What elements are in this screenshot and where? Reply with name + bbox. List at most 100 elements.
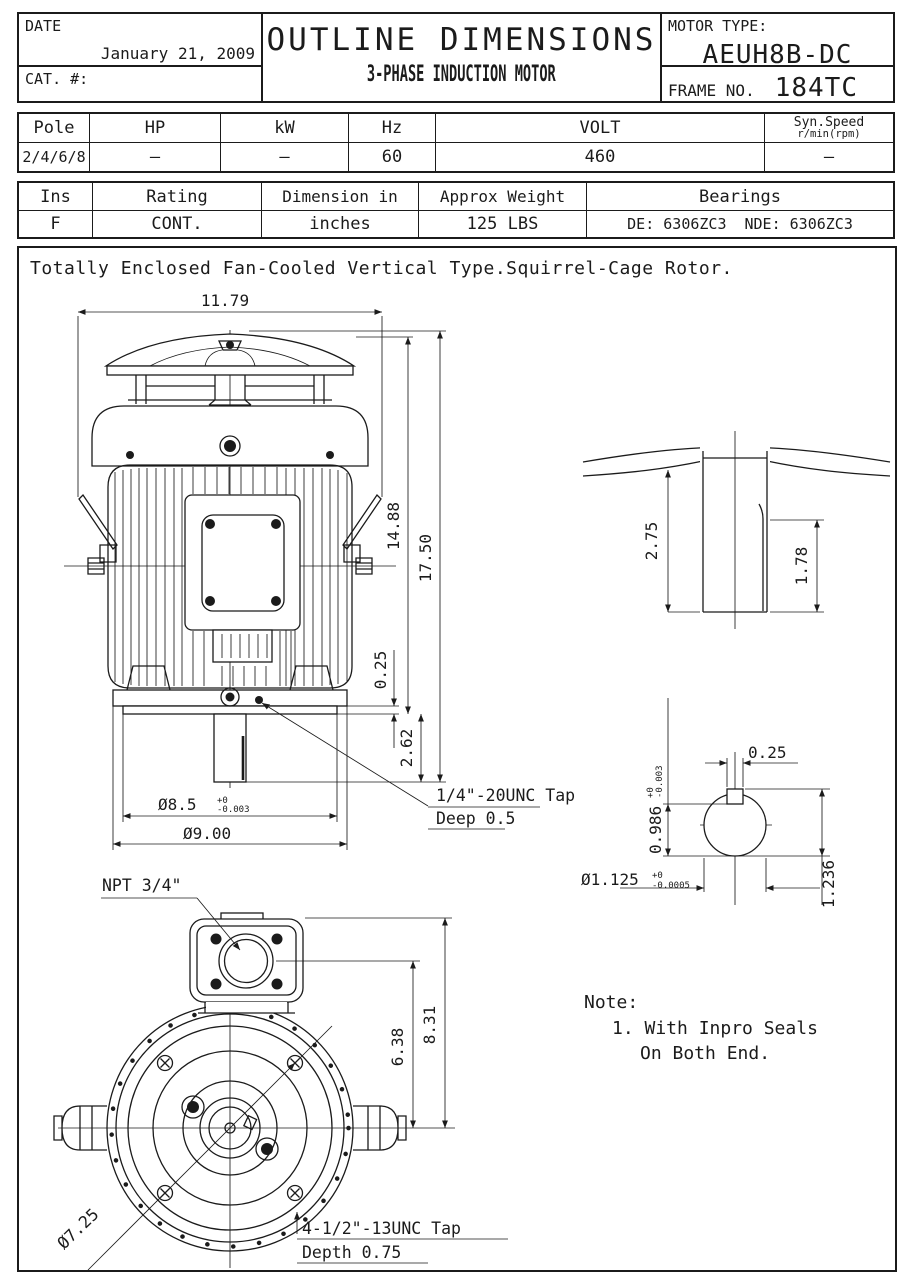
rim-bolt-holes xyxy=(109,1007,351,1249)
dim-box-to-center: 8.31 xyxy=(420,1006,439,1045)
cowl-bolt-right xyxy=(326,451,334,459)
dim-flange-od: Ø9.00 xyxy=(183,824,231,843)
note-block: Note: 1. With Inpro Seals On Both End. xyxy=(584,992,818,1064)
motor-type-cell: MOTOR TYPE: AEUH8B-DC xyxy=(662,14,893,70)
shaft-side xyxy=(702,451,768,613)
bore-keyway xyxy=(242,1114,258,1131)
conduit-box xyxy=(189,918,304,1003)
dim-shaft-dia-tol-minus: -0.0005 xyxy=(652,881,690,891)
terminal-box-cover xyxy=(201,514,285,612)
dim-keyseat-tol-minus: -0.003 xyxy=(655,765,665,798)
dim-height-body: 14.88 xyxy=(384,502,403,550)
flange-tap-holes xyxy=(156,1054,304,1202)
dim-keyseat: 0.986 xyxy=(646,806,665,854)
dim-shaft-outer: 1.78 xyxy=(792,547,811,586)
syn-speed-line2: r/min(rpm) xyxy=(797,128,861,141)
val-bearings: DE: 6306ZC3 NDE: 6306ZC3 xyxy=(586,210,893,237)
bearing-bolt-1 xyxy=(187,1101,199,1113)
note-line2: On Both End. xyxy=(640,1043,770,1064)
frame-no-label: FRAME NO. xyxy=(668,81,755,100)
val-rating: CONT. xyxy=(92,210,261,237)
col-ins: Ins xyxy=(40,186,71,207)
lifting-rod-left xyxy=(78,493,118,563)
col-approx-weight: Approx Weight xyxy=(418,183,586,210)
date-cell: DATE January 21, 2009 xyxy=(19,14,261,67)
label-flange-tap-line2: Deep 0.5 xyxy=(436,809,515,828)
dim-npt-to-center: 6.38 xyxy=(388,1028,407,1067)
val-pole: 2/4/6/8 xyxy=(19,142,89,171)
label-mount-tap-line2: Depth 0.75 xyxy=(302,1243,401,1262)
dim-flange-lip: 0.25 xyxy=(371,651,390,690)
title-block-right: MOTOR TYPE: AEUH8B-DC FRAME NO. 184TC xyxy=(662,14,893,103)
cooling-fins xyxy=(114,467,348,686)
col-rating: Rating xyxy=(92,183,261,210)
side-lug-left xyxy=(53,1105,107,1151)
frame-no-value: 184TC xyxy=(774,73,858,103)
terminal-gland xyxy=(212,629,273,663)
title-block-center: OUTLINE DIMENSIONS 3-PHASE INDUCTION MOT… xyxy=(261,14,662,103)
col-hz: Hz xyxy=(348,114,435,142)
spec-table: Pole HP kW Hz VOLT Syn.Speed r/min(rpm) … xyxy=(17,112,895,173)
dim-shaft-extension: 2.62 xyxy=(397,729,416,768)
dim-bolt-circle: Ø7.25 xyxy=(54,1205,103,1253)
label-npt: NPT 3/4" xyxy=(102,876,181,895)
val-dimension-in: inches xyxy=(261,210,418,237)
dim-height-total: 17.50 xyxy=(416,534,435,582)
motor-type-label: MOTOR TYPE: xyxy=(668,17,768,35)
flange-center-bolt xyxy=(225,692,235,702)
val-hz: 60 xyxy=(348,142,435,171)
bottom-view: Ø7.25 NPT 3/4" xyxy=(53,876,508,1271)
dim-spigot-tol-minus: -0.003 xyxy=(217,805,250,815)
cap-plate xyxy=(106,365,354,376)
side-bolts xyxy=(87,557,373,575)
front-view: 11.79 14.88 17.50 0.25 2.62 Ø8.5 +0 -0.0… xyxy=(64,291,575,850)
val-volt: 460 xyxy=(435,142,764,171)
dim-spigot: Ø8.5 xyxy=(158,795,197,814)
flange-tap-hole xyxy=(255,696,263,704)
val-kw: – xyxy=(220,142,348,171)
side-shaft-detail: 2.75 1.78 xyxy=(582,431,891,629)
frame-feet xyxy=(126,665,334,691)
label-mount-tap-line1: 4-1/2"-13UNC Tap xyxy=(302,1219,461,1238)
note-title: Note: xyxy=(584,992,638,1013)
dim-shaft-dia-tol-plus: +0 xyxy=(652,871,663,881)
date-value: January 21, 2009 xyxy=(100,44,255,63)
bearing-bolt-2 xyxy=(261,1143,273,1155)
col-dimension-in: Dimension in xyxy=(261,183,418,210)
construction-description: Totally Enclosed Fan-Cooled Vertical Typ… xyxy=(30,258,733,279)
cap-legs xyxy=(128,375,332,406)
motor-frame xyxy=(107,464,353,689)
val-approx-weight: 125 LBS xyxy=(418,210,586,237)
col-kw: kW xyxy=(220,114,348,142)
flange-lip xyxy=(122,705,338,715)
col-hp: HP xyxy=(89,114,220,142)
shaft-bore xyxy=(208,1106,252,1150)
conduit-neck xyxy=(198,1002,295,1014)
bearing-nde: NDE: 6306ZC3 xyxy=(744,215,853,233)
date-label: DATE xyxy=(25,17,62,35)
housing-curves xyxy=(582,460,891,477)
dim-keyseat-tol-plus: +0 xyxy=(646,787,656,798)
sheet-title: OUTLINE DIMENSIONS xyxy=(266,22,657,58)
dim-key-width: 0.25 xyxy=(748,743,787,762)
side-lug-right xyxy=(353,1105,407,1151)
bearing-de: DE: 6306ZC3 xyxy=(627,215,727,233)
shaft-key-side xyxy=(758,503,764,611)
lifting-rod-right xyxy=(342,493,382,563)
npt-hole-outer xyxy=(218,933,274,989)
val-hp: – xyxy=(89,142,220,171)
val-syn-speed: – xyxy=(764,142,893,171)
dim-spigot-tol-plus: +0 xyxy=(217,796,228,806)
shaft-key xyxy=(726,788,744,805)
val-ins: F xyxy=(19,210,92,237)
cowl-bolt-left xyxy=(126,451,134,459)
title-block-left: DATE January 21, 2009 CAT. #: xyxy=(19,14,261,103)
dim-key-top: 1.236 xyxy=(819,860,838,908)
dim-overall-width: 11.79 xyxy=(201,291,249,310)
dim-keyseat-group: 0.986 +0 -0.003 xyxy=(646,765,665,854)
npt-hole-inner xyxy=(223,938,269,984)
sheet-subtitle: 3-PHASE INDUCTION MOTOR xyxy=(367,62,556,87)
note-line1: 1. With Inpro Seals xyxy=(612,1018,818,1039)
